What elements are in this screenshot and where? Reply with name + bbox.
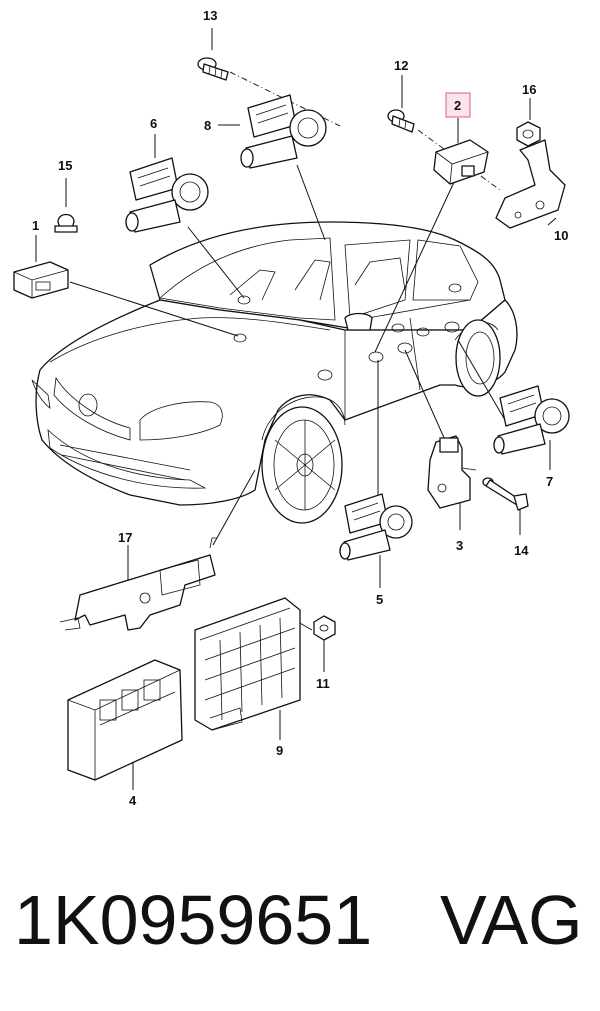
callout-7: 7 xyxy=(546,474,553,489)
part-3-side-sensor xyxy=(427,435,477,509)
part-7-window-motor xyxy=(493,385,570,455)
part-2-crash-sensor xyxy=(433,139,489,185)
callout-8: 8 xyxy=(204,118,211,133)
part-16-nut xyxy=(516,121,541,147)
brand-label: VAG xyxy=(440,881,583,959)
part-11-nut xyxy=(313,615,336,641)
part-1-sensor xyxy=(13,261,69,299)
callout-4: 4 xyxy=(129,793,137,808)
callout-16: 16 xyxy=(522,82,536,97)
part-8-window-motor xyxy=(240,94,327,169)
callout-12: 12 xyxy=(394,58,408,73)
part-number-label: 1K0959651 xyxy=(14,881,373,959)
part-6-window-motor xyxy=(125,157,209,233)
part-4-control-unit xyxy=(67,659,183,781)
part-13-bolt xyxy=(197,57,229,81)
part-12-bolt xyxy=(387,109,415,133)
parts-diagram: 1 2 3 4 5 6 7 8 9 10 11 12 13 14 15 16 1… xyxy=(13,8,570,808)
callout-1: 1 xyxy=(32,218,39,233)
part-9-holder xyxy=(194,597,301,731)
callout-9: 9 xyxy=(276,743,283,758)
part-15-clip xyxy=(54,213,78,233)
callout-2-highlight xyxy=(445,92,471,118)
callout-2: 2 xyxy=(454,98,461,113)
part-17-bracket xyxy=(59,537,217,631)
callouts: 1 2 3 4 5 6 7 8 9 10 11 12 13 14 15 16 1… xyxy=(32,8,568,808)
part-10-bracket xyxy=(495,139,566,229)
callout-15: 15 xyxy=(58,158,72,173)
callout-14: 14 xyxy=(514,543,529,558)
callout-17: 17 xyxy=(118,530,132,545)
callout-13: 13 xyxy=(203,8,217,23)
callout-11: 11 xyxy=(316,676,330,691)
callout-5: 5 xyxy=(376,592,383,607)
callout-6: 6 xyxy=(150,116,157,131)
part-5-window-motor xyxy=(339,493,413,561)
callout-10: 10 xyxy=(554,228,568,243)
car-illustration xyxy=(31,221,518,524)
callout-3: 3 xyxy=(456,538,463,553)
part-14-bolt xyxy=(482,477,529,511)
